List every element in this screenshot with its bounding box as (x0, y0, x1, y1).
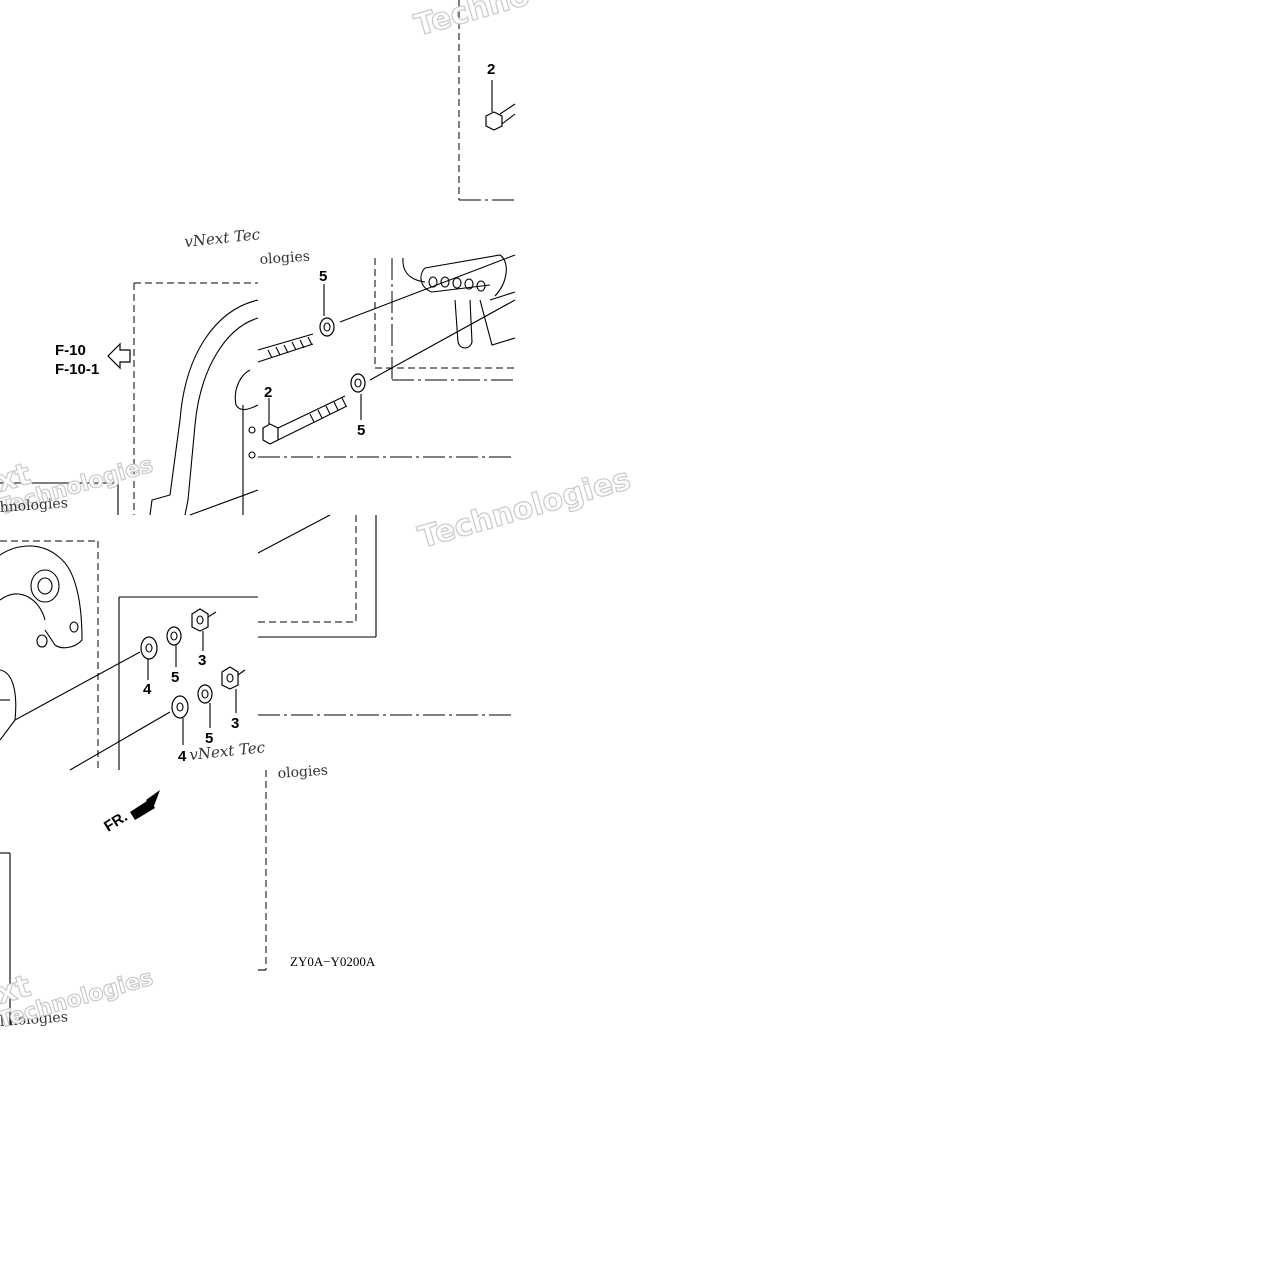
top-inset (458, 0, 516, 201)
watermark-3: Technologies (415, 462, 635, 556)
drawing-code: ZY0A−Y0200A (290, 954, 376, 969)
watermark-8b: ologies (259, 249, 310, 268)
callout-2-top: 2 (487, 61, 495, 78)
callout-3-a: 3 (198, 652, 206, 669)
washer-lower (350, 373, 366, 420)
bracket-inset (0, 254, 516, 516)
callout-5-a: 5 (171, 669, 179, 686)
callout-3-b: 3 (231, 715, 239, 732)
nut-3-lower (221, 666, 246, 713)
callout-2-mid: 2 (264, 384, 272, 401)
reference-arrow-icon (107, 342, 131, 370)
callout-5-lower: 5 (357, 422, 365, 439)
nut-3-upper (191, 608, 217, 651)
reference-label-f10-1: F-10-1 (55, 361, 99, 378)
watermark-1: Techno (411, 0, 534, 44)
callout-5-upper: 5 (319, 268, 327, 285)
watermark-7: vNext Tec (189, 738, 267, 764)
washer-upper (319, 284, 335, 337)
mount-inset (0, 514, 515, 771)
washer-4-lower (171, 695, 189, 745)
watermark-10: hnologies (0, 1009, 68, 1030)
washer-5-upper-row (166, 626, 182, 667)
callout-5-b: 5 (205, 730, 213, 747)
watermarks: Techno vNext Tec Technologies xt Technol… (0, 0, 635, 1034)
front-arrow-icon (130, 790, 160, 820)
watermark-6: hnologies (0, 495, 68, 516)
washer-4-upper (140, 636, 158, 680)
long-bolt-lower (262, 299, 516, 445)
bolt-top (485, 80, 516, 131)
watermark-2: vNext Tec (184, 225, 262, 251)
long-bolt-upper (257, 254, 516, 363)
reference-label-f10: F-10 (55, 342, 86, 359)
callout-4-b: 4 (178, 748, 187, 765)
callouts: 2 5 2 5 3 5 4 3 5 4 (143, 61, 495, 765)
callout-4-a: 4 (143, 681, 152, 698)
bottom-inset (0, 770, 267, 1025)
washer-5-lower-row (197, 684, 213, 728)
front-label: FR. (101, 808, 131, 835)
watermark-8: ologies (277, 763, 328, 782)
